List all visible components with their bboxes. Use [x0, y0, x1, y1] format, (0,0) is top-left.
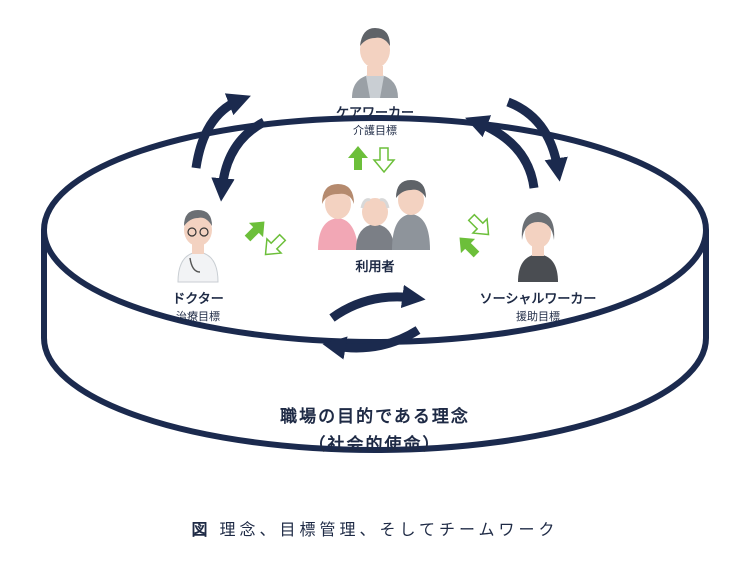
careworker-figure: [352, 28, 398, 98]
arrow-right-to-left: [322, 326, 421, 360]
arrow-careworker-to-socialworker: [506, 97, 568, 182]
user-group-figure: [318, 180, 430, 250]
arrow-downleft-outline-icon: [264, 233, 287, 256]
doctor-figure: [177, 210, 219, 283]
philosophy-label: 職場の目的である理念: [280, 407, 470, 427]
careworker-goal: 介護目標: [353, 124, 397, 137]
arrow-up-filled-icon: [348, 146, 368, 170]
arrow-left-to-right: [329, 284, 426, 322]
socialworker-label: ソーシャルワーカー: [479, 292, 597, 307]
arrow-socialworker-to-careworker: [465, 115, 539, 189]
figure-caption: 図理念、目標管理、そしてチームワーク: [191, 516, 558, 540]
green-arrows: [244, 146, 490, 258]
user-label: 利用者: [355, 260, 395, 275]
arrow-downright-outline-icon: [467, 213, 490, 236]
doctor-label: ドクター: [172, 292, 224, 307]
socialworker-figure: [518, 212, 558, 282]
mission-label: （社会的使命）: [308, 435, 442, 455]
arrow-doctor-to-careworker: [191, 93, 251, 169]
arrow-upright-filled-icon: [244, 221, 265, 242]
arrow-careworker-to-doctor: [211, 118, 267, 202]
careworker-label: ケアワーカー: [335, 106, 415, 121]
interaction-arrows: [191, 93, 568, 360]
socialworker-goal: 援助目標: [516, 310, 560, 323]
doctor-goal: 治療目標: [176, 310, 220, 323]
arrow-down-outline-icon: [372, 147, 396, 174]
figure-caption-prefix: 図: [191, 520, 212, 539]
arrow-upleft-filled-icon: [459, 237, 480, 258]
cylinder: [41, 115, 709, 453]
figure-caption-text: 理念、目標管理、そしてチームワーク: [219, 520, 559, 539]
